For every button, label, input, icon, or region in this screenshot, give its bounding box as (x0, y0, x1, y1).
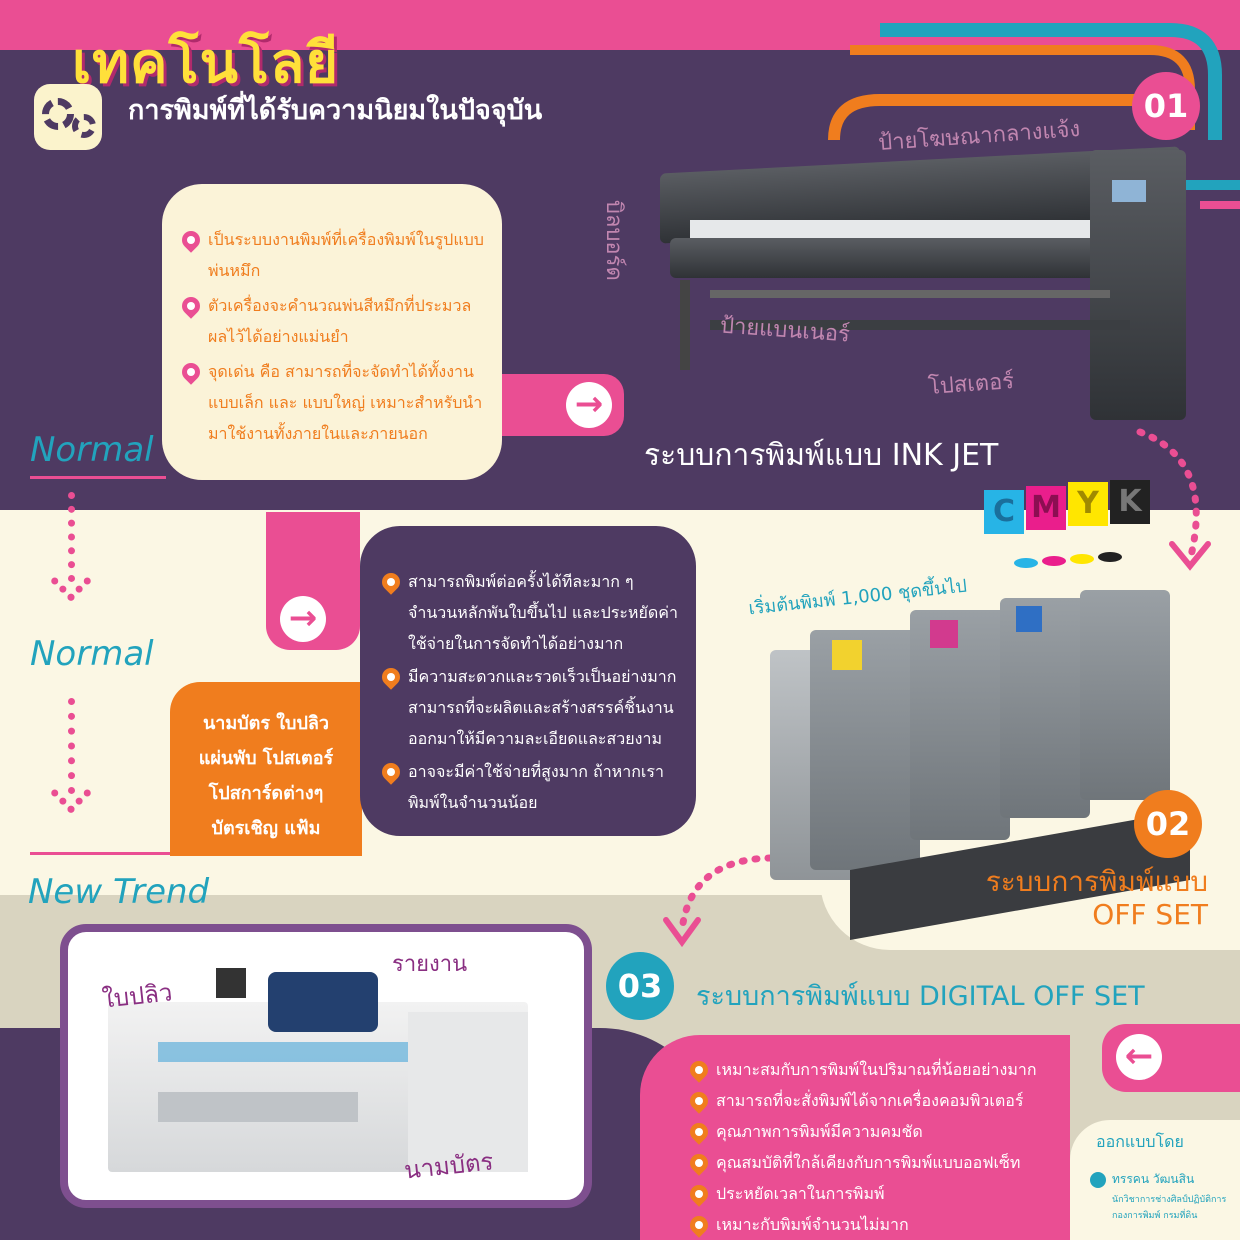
tag-billboard: บิลบอร์ด (601, 200, 626, 281)
section1-bullet: จุดเด่น คือ สามารถที่จะจัดทำได้ทั้งงานแบ… (178, 356, 484, 449)
section3-bullet: เหมาะกับพิมพ์จำนวนไม่มาก (686, 1209, 1070, 1240)
dotted-arrow (68, 492, 75, 582)
credit-role1: นักวิชาการช่างศิลป์ปฏิบัติการ (1112, 1195, 1227, 1205)
product-item: บัตรเชิญ แฟ้ม (211, 818, 321, 839)
credit-heading: ออกแบบโดย (1096, 1132, 1184, 1151)
label-normal-1: Normal (30, 430, 154, 470)
tag-flyer: ใบปลิว (100, 978, 174, 1014)
tag-poster: โปสเตอร์ (927, 369, 1015, 400)
product-item: นามบัตร ใบปลิว (202, 713, 330, 734)
section3-bullet: เหมาะสมกับการพิมพ์ในปริมาณที่น้อยอย่างมา… (686, 1054, 1070, 1085)
section2-title-line2: OFF SET (1092, 898, 1208, 931)
credit-name: ทรรคน วัฒนสิน (1112, 1172, 1195, 1186)
section3-title: ระบบการพิมพ์แบบ DIGITAL OFF SET (696, 981, 1145, 1012)
section3-bullets: เหมาะสมกับการพิมพ์ในปริมาณที่น้อยอย่างมา… (686, 1054, 1070, 1240)
pin-icon (686, 1150, 712, 1176)
pin-icon (378, 569, 404, 595)
pin-icon (686, 1181, 712, 1207)
section2-products-box: นามบัตร ใบปลิว แผ่นพับ โปสเตอร์ โปสการ์ด… (170, 682, 362, 856)
cmyk-block-y: Y (1068, 482, 1108, 526)
divider (30, 476, 166, 479)
section3-number: 03 (606, 952, 674, 1020)
cmyk-block-k: K (1110, 480, 1150, 524)
section3-bullet: ประหยัดเวลาในการพิมพ์ (686, 1178, 1070, 1209)
curved-arrow-down (663, 854, 774, 948)
page-subtitle: การพิมพ์ที่ได้รับความนิยมในปัจจุบัน (128, 95, 543, 126)
tag-report: รายงาน (392, 952, 468, 977)
cmyk-blocks: C M Y K (984, 480, 1154, 570)
product-item: แผ่นพับ โปสเตอร์ (198, 748, 334, 769)
tag-business-card: นามบัตร (402, 1147, 495, 1185)
pin-icon (378, 759, 404, 785)
label-normal-2: Normal (30, 634, 154, 674)
dotted-arrow (68, 698, 75, 794)
section2-bullet: อาจจะมีค่าใช้จ่ายที่สูงมาก ถ้าหากเราพิมพ… (378, 756, 680, 818)
digital-press-frame: ใบปลิว รายงาน นามบัตร (60, 924, 592, 1208)
section2-number: 02 (1134, 790, 1202, 858)
pin-icon (178, 293, 204, 319)
arrow-right-icon[interactable]: → (566, 382, 612, 428)
cmyk-block-c: C (984, 490, 1024, 534)
section2-title-line1: ระบบการพิมพ์แบบ (985, 865, 1208, 898)
curved-arrow-down (1136, 428, 1211, 571)
section3-bullet: สามารถที่จะสั่งพิมพ์ได้จากเครื่องคอมพิวเ… (686, 1085, 1070, 1116)
pin-icon (178, 359, 204, 385)
chevron-down-icon (49, 771, 93, 815)
section2-bullet: มีความสะดวกและรวดเร็วเป็นอย่างมาก สามารถ… (378, 661, 680, 754)
section1-bullet: เป็นระบบงานพิมพ์ที่เครื่องพิมพ์ในรูปแบบพ… (178, 224, 484, 286)
bullet-dot-icon (1090, 1172, 1106, 1188)
inkjet-printer-image (650, 146, 1190, 440)
section3-pink-panel (640, 1035, 1070, 1240)
pin-icon (378, 664, 404, 690)
product-item: โปสการ์ดต่างๆ (208, 783, 324, 804)
cmyk-block-m: M (1026, 486, 1066, 530)
pin-icon (178, 227, 204, 253)
arrow-right-icon[interactable]: → (280, 596, 326, 642)
page-title: เทคโนโลยี (72, 31, 340, 96)
pin-icon (686, 1057, 712, 1083)
section1-card: เป็นระบบงานพิมพ์ที่เครื่องพิมพ์ในรูปแบบพ… (162, 184, 502, 480)
section1-title: ระบบการพิมพ์แบบ INK JET (644, 438, 999, 473)
section1-number: 01 (1132, 72, 1200, 140)
label-new-trend: New Trend (28, 872, 210, 912)
section3-bullet: คุณภาพการพิมพ์มีความคมชัด (686, 1116, 1070, 1147)
credit-role2: กองการพิมพ์ กรมที่ดิน (1112, 1211, 1198, 1221)
pin-icon (686, 1088, 712, 1114)
section1-bullet: ตัวเครื่องจะคำนวณพ่นสีหมึกที่ประมวลผลไว้… (178, 290, 484, 352)
chevron-down-icon (49, 559, 93, 603)
section2-card: สามารถพิมพ์ต่อครั้งได้ทีละมาก ๆ จำนวนหลั… (360, 526, 696, 836)
gear-icon (34, 84, 102, 150)
pin-icon (686, 1119, 712, 1145)
offset-press-image (760, 590, 1210, 940)
section3-bullet: คุณสมบัติที่ใกล้เคียงกับการพิมพ์แบบออฟเซ… (686, 1147, 1070, 1178)
arrow-left-icon[interactable]: ← (1116, 1034, 1162, 1080)
pin-icon (686, 1212, 712, 1238)
section2-bullet: สามารถพิมพ์ต่อครั้งได้ทีละมาก ๆ จำนวนหลั… (378, 566, 680, 659)
